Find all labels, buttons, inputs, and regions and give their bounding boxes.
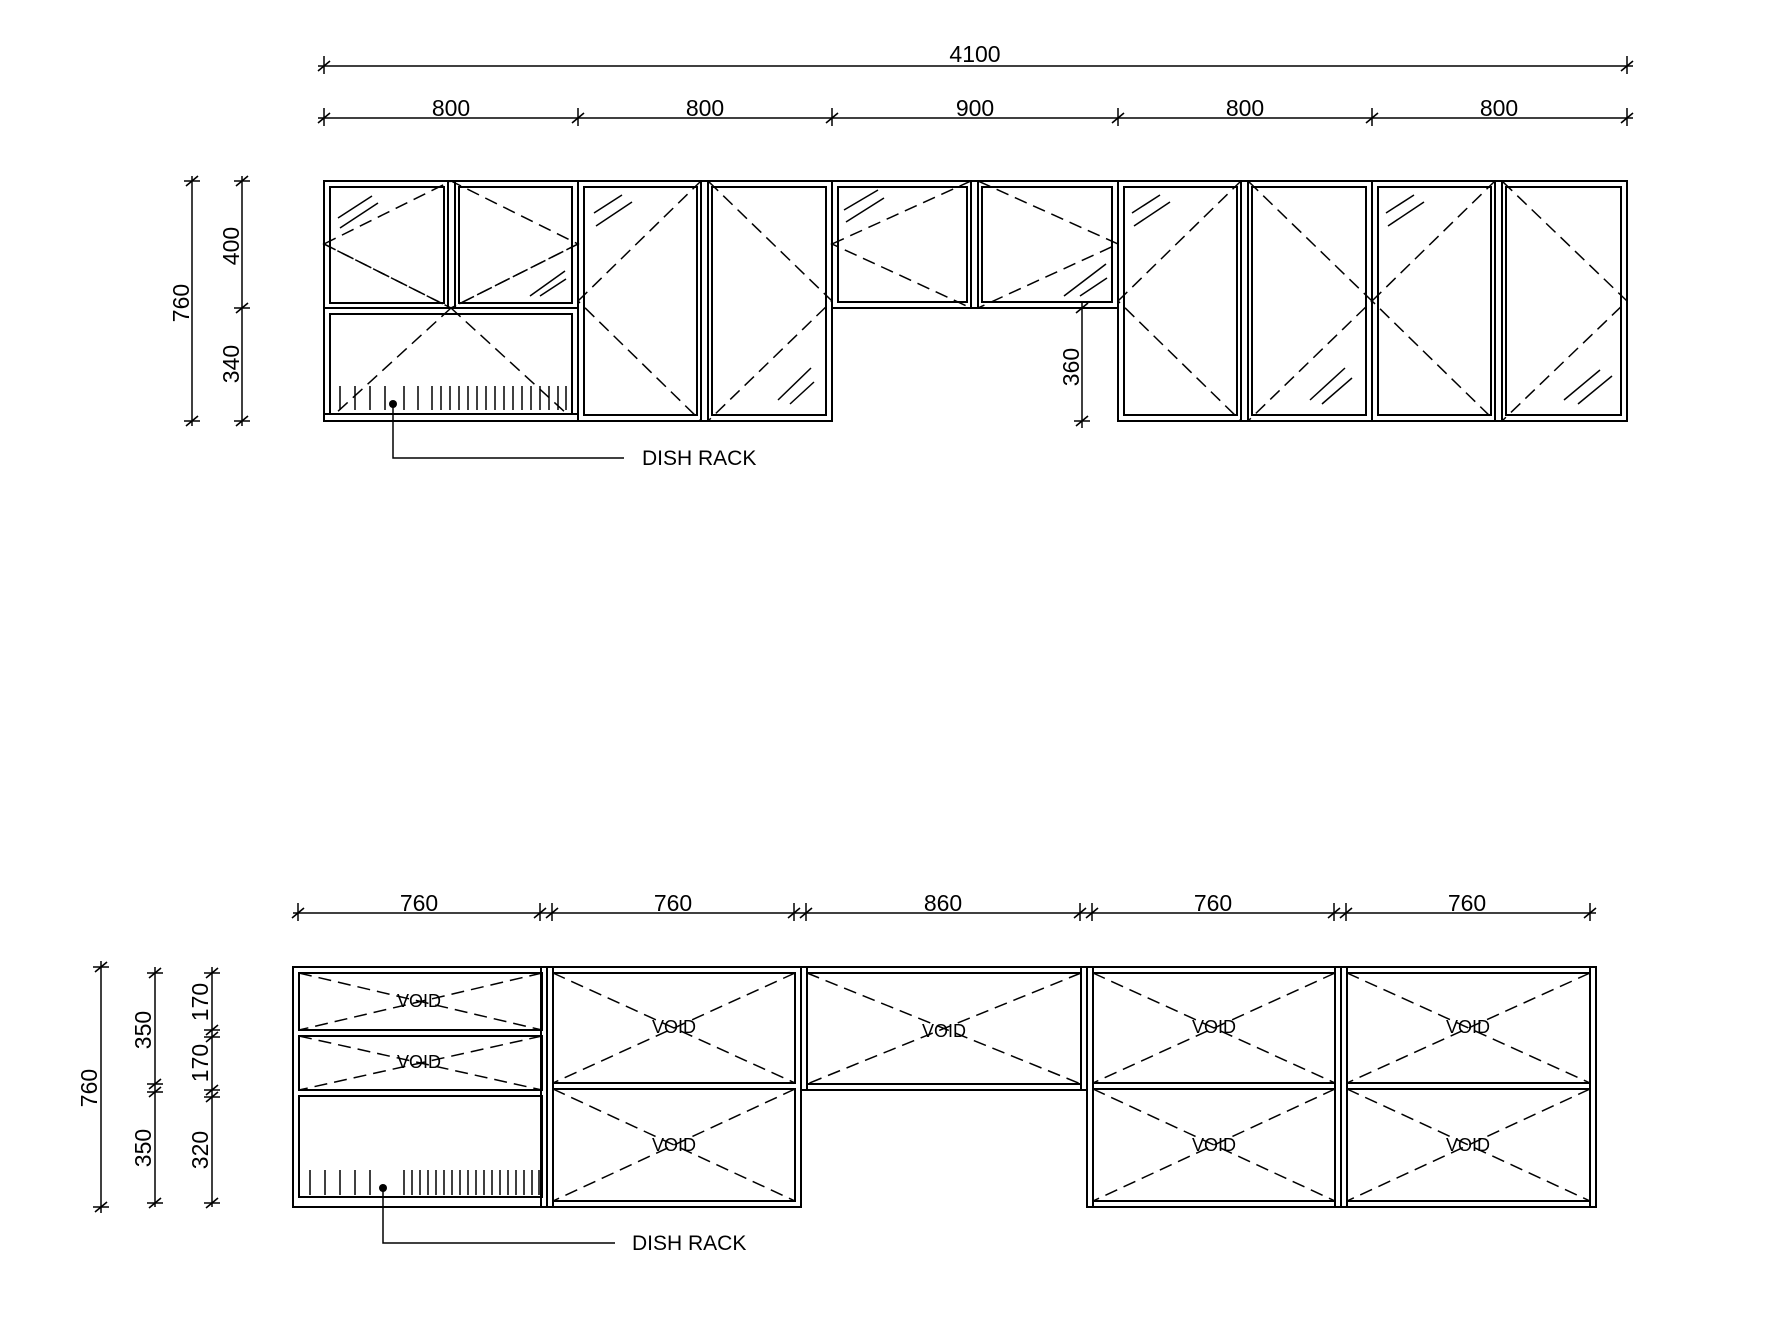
- void-label-c2-bottom: VOID: [652, 1135, 696, 1155]
- lower-cabinet-3: VOID: [800, 966, 1088, 1091]
- dim-text-seg-4: 800: [1226, 95, 1264, 121]
- lower-cabinet-5: VOID VOID: [1340, 966, 1597, 1208]
- dish-rack-label-upper: DISH RACK: [642, 447, 756, 470]
- void-label-d1: VOID: [397, 991, 441, 1011]
- dim-text-seg-2: 800: [686, 95, 724, 121]
- dim-heights-lower: 760 350 350 170 170: [76, 961, 220, 1213]
- void-label-c5-bottom: VOID: [1446, 1135, 1490, 1155]
- upper-cabinet-3: [830, 180, 1120, 309]
- dim-text-upper-height: 400: [218, 227, 244, 265]
- dim-text-overall-width: 4100: [949, 41, 1000, 67]
- dim-text-seg-5: 800: [1480, 95, 1518, 121]
- dim-text-half-height-2: 350: [130, 1129, 156, 1167]
- dim-text-lower-height: 340: [218, 345, 244, 383]
- void-label-c5-top: VOID: [1446, 1017, 1490, 1037]
- dim-overall-width: 4100: [317, 41, 1634, 74]
- upper-cabinet-4: [1116, 180, 1374, 422]
- lower-cabinet-1: VOID VOID: [292, 966, 548, 1208]
- dim-text-seg-1: 800: [432, 95, 470, 121]
- lower-elevation: 760 760 860 760 760 760 350 350: [76, 890, 1597, 1255]
- dim-segment-widths: 800 800 900 800 800: [317, 95, 1634, 126]
- dish-rack-callout-upper: DISH RACK: [389, 400, 756, 470]
- void-label-c4-top: VOID: [1192, 1017, 1236, 1037]
- dish-rack-label-lower: DISH RACK: [632, 1232, 746, 1255]
- lower-cabinet-4: VOID VOID: [1086, 966, 1342, 1208]
- dim-text-lower-seg-2: 760: [654, 890, 692, 916]
- dim-text-overall-height: 760: [168, 284, 194, 322]
- void-label-c2-top: VOID: [652, 1017, 696, 1037]
- dim-text-seg-3: 900: [956, 95, 994, 121]
- dim-text-lower-seg-4: 760: [1194, 890, 1232, 916]
- void-label-c4-bottom: VOID: [1192, 1135, 1236, 1155]
- dim-heights-upper: 760 400 340 360: [168, 175, 1090, 428]
- dim-text-half-height-1: 350: [130, 1011, 156, 1049]
- dim-text-gap-height: 360: [1058, 348, 1084, 386]
- void-label-d2: VOID: [397, 1052, 441, 1072]
- upper-cabinet-5: [1370, 180, 1629, 422]
- dim-text-lower-seg-1: 760: [400, 890, 438, 916]
- void-label-c3: VOID: [922, 1021, 966, 1041]
- dim-text-lower-seg-3: 860: [924, 890, 962, 916]
- dish-rack-lower: [309, 1170, 540, 1195]
- dim-text-lower-seg-5: 760: [1448, 890, 1486, 916]
- dim-segment-widths-lower: 760 760 860 760 760: [291, 890, 1597, 921]
- lower-cabinet-2: VOID VOID: [546, 966, 802, 1208]
- dim-text-part-height-1: 170: [187, 983, 213, 1021]
- dish-rack-upper: [339, 386, 567, 410]
- dish-rack-callout-lower: DISH RACK: [379, 1184, 746, 1255]
- upper-elevation: 4100 800 800 900 800 800: [168, 41, 1634, 470]
- dim-text-part-height-3: 320: [187, 1131, 213, 1169]
- upper-cabinet-2: [576, 180, 834, 422]
- dim-text-lower-overall-height: 760: [76, 1069, 102, 1107]
- dim-text-part-height-2: 170: [187, 1044, 213, 1082]
- upper-cabinet-1: [322, 180, 580, 422]
